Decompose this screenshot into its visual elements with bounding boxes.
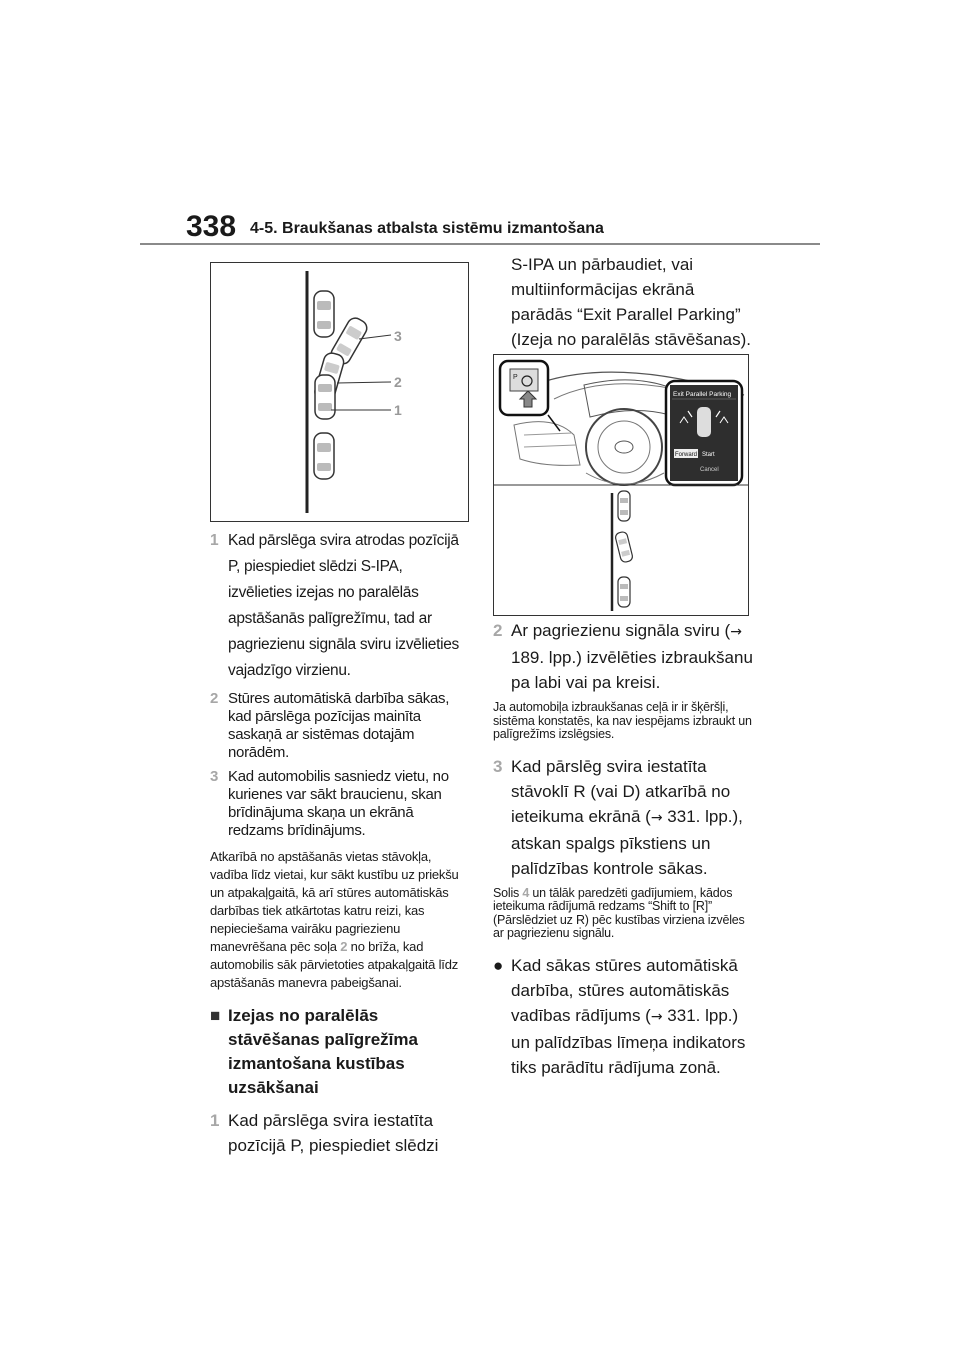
note-obstacles: Ja automobiļa izbraukšanas ceļā ir ir šķ… (493, 700, 752, 741)
step-number: 2 (493, 621, 503, 640)
parking-exit-diagram: 3 2 1 (210, 262, 469, 522)
arrow-right-icon: → (650, 1008, 663, 1025)
dashboard-exit-parking-figure: P Exit Parallel Parking Forward Start Ca… (493, 354, 749, 616)
step-number: 2 (210, 690, 219, 707)
steering-wheel-icon (585, 408, 663, 486)
bullet-steering-display: ● Kad sākas stūres automātiskā darbība, … (493, 953, 755, 1080)
left-column: 1 Kad pārslēga svira atrodas pozīcijā P,… (210, 528, 468, 1164)
bottom-car-exiting-icon (615, 531, 633, 563)
dashboard-illustration: P Exit Parallel Parking Forward Start Ca… (494, 359, 748, 611)
note-paragraph: Atkarībā no apstāšanās vietas stāvokļa, … (210, 849, 459, 990)
note-step4: Solis 4 un tālāk paredzēti gadījumiem, k… (493, 885, 745, 940)
s-ipa-switch-icon (509, 368, 539, 392)
square-bullet-icon: ■ (210, 1006, 221, 1025)
parked-car-rear-icon (313, 432, 335, 480)
parking-exit-illustration: 3 2 1 (305, 271, 402, 513)
step-text: Kad pārslēg svira iestatīta stāvoklī R (… (511, 756, 743, 878)
header-divider (140, 243, 820, 245)
callout-3: 3 (394, 328, 402, 344)
step-b1: 1 Kad pārslēga svira iestatīta pozīcijā … (210, 1108, 468, 1158)
callout-2: 2 (394, 374, 402, 390)
display-title: Exit Parallel Parking (673, 391, 732, 398)
step-number: 1 (210, 1111, 220, 1130)
step-text: Kad pārslēga svira atrodas pozīcijā P, p… (228, 532, 459, 679)
start-label: Start (702, 452, 715, 458)
step-number: 3 (210, 768, 219, 785)
press-arrow-icon (518, 390, 538, 408)
forward-button (674, 449, 698, 458)
subsection-heading: ■ Izejas no paralēlās stāvēšanas palīgre… (210, 1004, 468, 1100)
step-number: 3 (493, 756, 503, 776)
continued-text: S-IPA un pārbaudiet, vai multiinformācij… (511, 255, 752, 349)
step-text: Stūres automātiskā darbība sākas, kad pā… (228, 690, 450, 761)
step-2: 2 Stūres automātiskā darbība sākas, kad … (210, 690, 468, 762)
step-text: Kad pārslēga svira iestatīta pozīcijā P,… (228, 1111, 439, 1155)
svg-text:P: P (513, 374, 518, 381)
callout-1: 1 (394, 402, 402, 418)
arrow-right-icon: → (730, 624, 742, 640)
section-title: 4-5. Braukšanas atbalsta sistēmu izmanto… (250, 220, 604, 237)
bottom-car-front-icon (617, 490, 631, 522)
step-text: Kad automobilis sasniedz vietu, no kurie… (228, 768, 449, 839)
exiting-car-stage1-icon (314, 374, 336, 420)
right-column: 2 Ar pagriezienu signāla sviru (→ 189. l… (493, 618, 755, 1080)
step-3: 3 Kad automobilis sasniedz vietu, no kur… (210, 768, 468, 840)
cancel-label: Cancel (700, 467, 719, 473)
round-bullet-icon: ● (493, 955, 504, 975)
step-text: Ar pagriezienu signāla sviru (→ 189. lpp… (511, 621, 753, 692)
step-1: 1 Kad pārslēga svira atrodas pozīcijā P,… (210, 528, 468, 684)
step-number: 1 (210, 532, 219, 549)
display-car-icon (697, 407, 711, 437)
arrow-right-icon: → (650, 809, 663, 826)
bottom-car-rear-icon (617, 576, 631, 608)
right-step-3: 3 Kad pārslēg svira iestatīta stāvoklī R… (493, 754, 755, 881)
page-number: 338 (186, 210, 237, 243)
right-step-2: 2 Ar pagriezienu signāla sviru (→ 189. l… (493, 618, 755, 695)
parked-car-front-icon (313, 290, 335, 338)
svg-text:Forward: Forward (675, 452, 697, 458)
